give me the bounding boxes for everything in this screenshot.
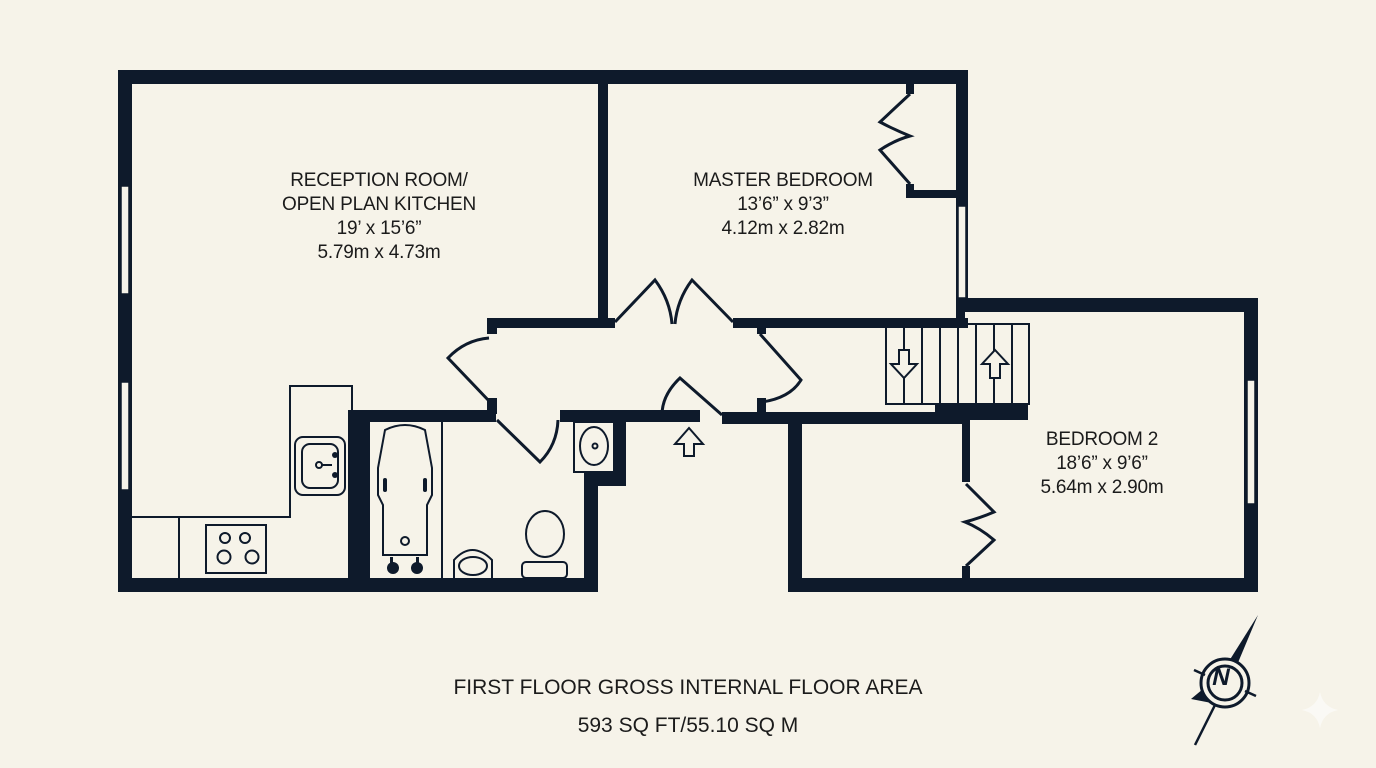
doors (445, 92, 997, 568)
north-compass-icon (1191, 615, 1258, 746)
floor-area-title: FIRST FLOOR GROSS INTERNAL FLOOR AREA (453, 676, 923, 699)
bathroom-fixtures (377, 421, 615, 579)
room-name: RECEPTION ROOM/ (290, 170, 468, 191)
room-name: BEDROOM 2 (1045, 429, 1159, 450)
cloakroom-basin-icon (573, 421, 615, 473)
windows (120, 185, 1256, 505)
kitchen-fixtures (132, 385, 353, 578)
sparkle-icon (1302, 692, 1338, 728)
room-label-master-bedroom: MASTER BEDROOM 13’6” x 9’3” 4.12m x 2.82… (693, 169, 873, 241)
staircase (885, 323, 1030, 405)
bathtub-icon (377, 424, 433, 556)
room-dimensions-metric: 5.79m x 4.73m (317, 242, 441, 263)
hob-icon (205, 524, 267, 574)
room-label-bedroom-2: BEDROOM 2 18’6” x 9’6” 5.64m x 2.90m (1040, 428, 1163, 500)
kitchen-sink-icon (294, 436, 346, 496)
room-dimensions-imperial: 13’6” x 9’3” (737, 194, 829, 215)
room-name-line2: OPEN PLAN KITCHEN (281, 194, 477, 215)
room-dimensions-metric: 5.64m x 2.90m (1040, 477, 1164, 498)
room-dimensions-imperial: 18’6” x 9’6” (1056, 453, 1148, 474)
room-dimensions-imperial: 19’ x 15’6” (336, 218, 422, 239)
room-name: MASTER BEDROOM (693, 170, 873, 191)
toilet-icon (525, 510, 565, 558)
basin-icon (453, 549, 493, 578)
walls (118, 70, 1258, 592)
room-label-reception: RECEPTION ROOM/ OPEN PLAN KITCHEN 19’ x … (282, 169, 476, 265)
entrance-arrow-icon (672, 426, 706, 457)
floor-area-value: 593 SQ FT/55.10 SQ M (577, 714, 799, 737)
room-dimensions-metric: 4.12m x 2.82m (721, 218, 845, 239)
